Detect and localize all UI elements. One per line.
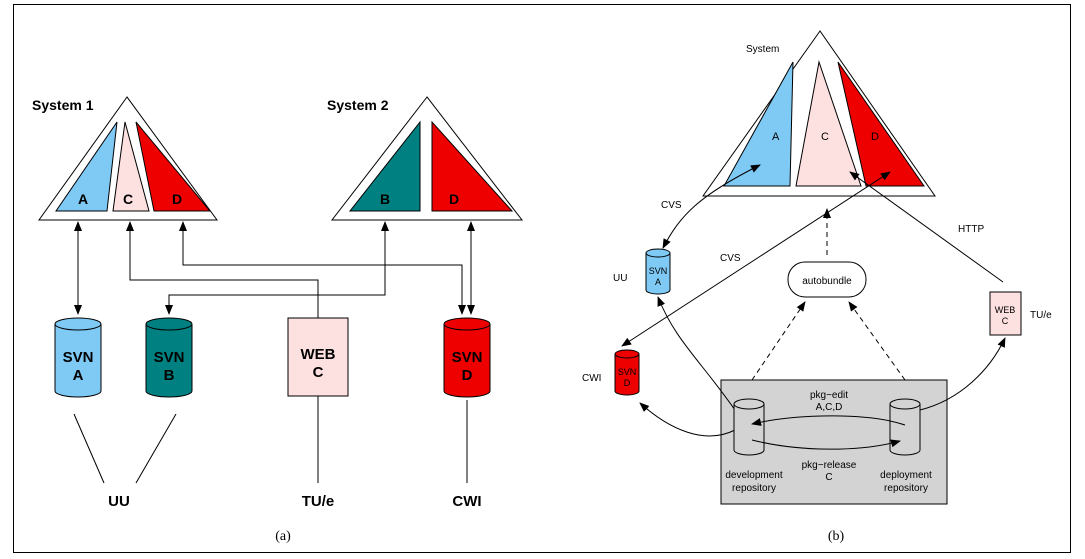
svn-d-sublabel: D (462, 367, 473, 384)
system2-part-d (431, 120, 514, 212)
web-c-small-label: WEB (995, 305, 1016, 315)
web-c-small-box (989, 291, 1022, 336)
web-c-sublabel: C (313, 364, 324, 381)
system1-part-a (55, 121, 118, 212)
svn-a-cylinder (54, 317, 102, 398)
system-label-c: C (821, 131, 829, 143)
system-triangle (702, 30, 936, 197)
system2-part-b (348, 120, 421, 212)
svn-a-small-cylinder (645, 248, 671, 295)
deploy-repo-cylinder (889, 398, 921, 456)
org-b-cwi: CWI (582, 373, 601, 384)
pkg-release-label: pkg−release (802, 460, 857, 471)
link-deploy-web-c (919, 337, 1006, 411)
system1-title: System 1 (32, 97, 94, 113)
system-label-d: D (871, 131, 879, 143)
org-uu: UU (108, 493, 130, 510)
deploy-repo-label: deployment (880, 470, 932, 481)
svn-d-cylinder (443, 317, 491, 398)
protocol-cvs-mid: CVS (720, 253, 741, 264)
panel-a-connections (74, 221, 475, 318)
system1-label-c: C (123, 191, 133, 207)
deploy-repo-sublabel: repository (884, 483, 928, 494)
figure-frame (13, 4, 1071, 553)
svn-a-label: SVN (63, 349, 94, 366)
org-cwi: CWI (452, 493, 481, 510)
svn-d-small-cylinder (614, 349, 640, 396)
system-label-a: A (772, 131, 780, 143)
link-d-svn-d (179, 221, 466, 315)
svn-a-small-label: SVN (649, 266, 668, 276)
system2-title: System 2 (327, 97, 389, 113)
autobundle-box (787, 261, 867, 298)
web-c-label: WEB (301, 346, 336, 363)
pkg-edit-label: pkg−edit (810, 390, 848, 401)
svn-d-small-sublabel: D (624, 378, 631, 388)
svn-b-sublabel: B (164, 367, 175, 384)
pkg-edit-arrow (751, 415, 906, 426)
pkg-release-arrow (751, 439, 901, 450)
link-cvs-d (621, 171, 891, 347)
svn-b-cylinder (145, 317, 193, 398)
system2-triangle (330, 96, 524, 221)
web-c-small-sublabel: C (1002, 316, 1009, 326)
svn-a-small-sublabel: A (655, 277, 661, 287)
panel-a-org-lines (73, 396, 468, 484)
link-dev-svn-d (639, 402, 736, 437)
caption-b: (b) (828, 529, 845, 544)
svn-b-label: SVN (154, 349, 185, 366)
pkg-release-sublabel: C (825, 472, 832, 483)
svn-a-sublabel: A (73, 367, 84, 384)
link-deploy-autobundle (848, 301, 906, 381)
link-web-c-c (126, 221, 319, 318)
system2-label-b: B (380, 191, 390, 207)
link-dev-svn-a (657, 296, 736, 411)
dev-repo-sublabel: repository (732, 483, 776, 494)
svn-d-label: SVN (452, 349, 483, 366)
org-b-uu: UU (613, 273, 627, 284)
dev-repo-cylinder (733, 398, 765, 456)
panel-a: System 1 A C D System 2 B D SVN A (32, 96, 524, 544)
pkg-edit-sublabel: A,C,D (816, 402, 843, 413)
org-tue: TU/e (302, 493, 335, 510)
link-dev-autobundle (751, 301, 806, 381)
protocol-cvs-top: CVS (661, 200, 682, 211)
link-b-svn-b (165, 221, 389, 315)
web-c-box (287, 317, 349, 397)
caption-a: (a) (275, 529, 291, 544)
svn-d-small-label: SVN (618, 367, 637, 377)
system-part-d (837, 61, 925, 187)
dev-repo-label: development (725, 470, 782, 481)
system1-part-d (135, 121, 212, 212)
protocol-http: HTTP (958, 224, 984, 235)
org-b-tue: TU/e (1030, 310, 1052, 321)
autobundle-label: autobundle (802, 276, 852, 287)
system-title: System (746, 44, 779, 55)
link-http-c (849, 171, 1004, 283)
panel-b: System A C D CVS CVS HTTP autobundle SVN… (582, 30, 1052, 544)
system-part-a (723, 61, 794, 187)
system1-part-c (112, 121, 150, 212)
system1-triangle (38, 96, 218, 221)
system2-label-d: D (449, 191, 459, 207)
system1-label-d: D (172, 191, 182, 207)
system1-label-a: A (78, 191, 88, 207)
